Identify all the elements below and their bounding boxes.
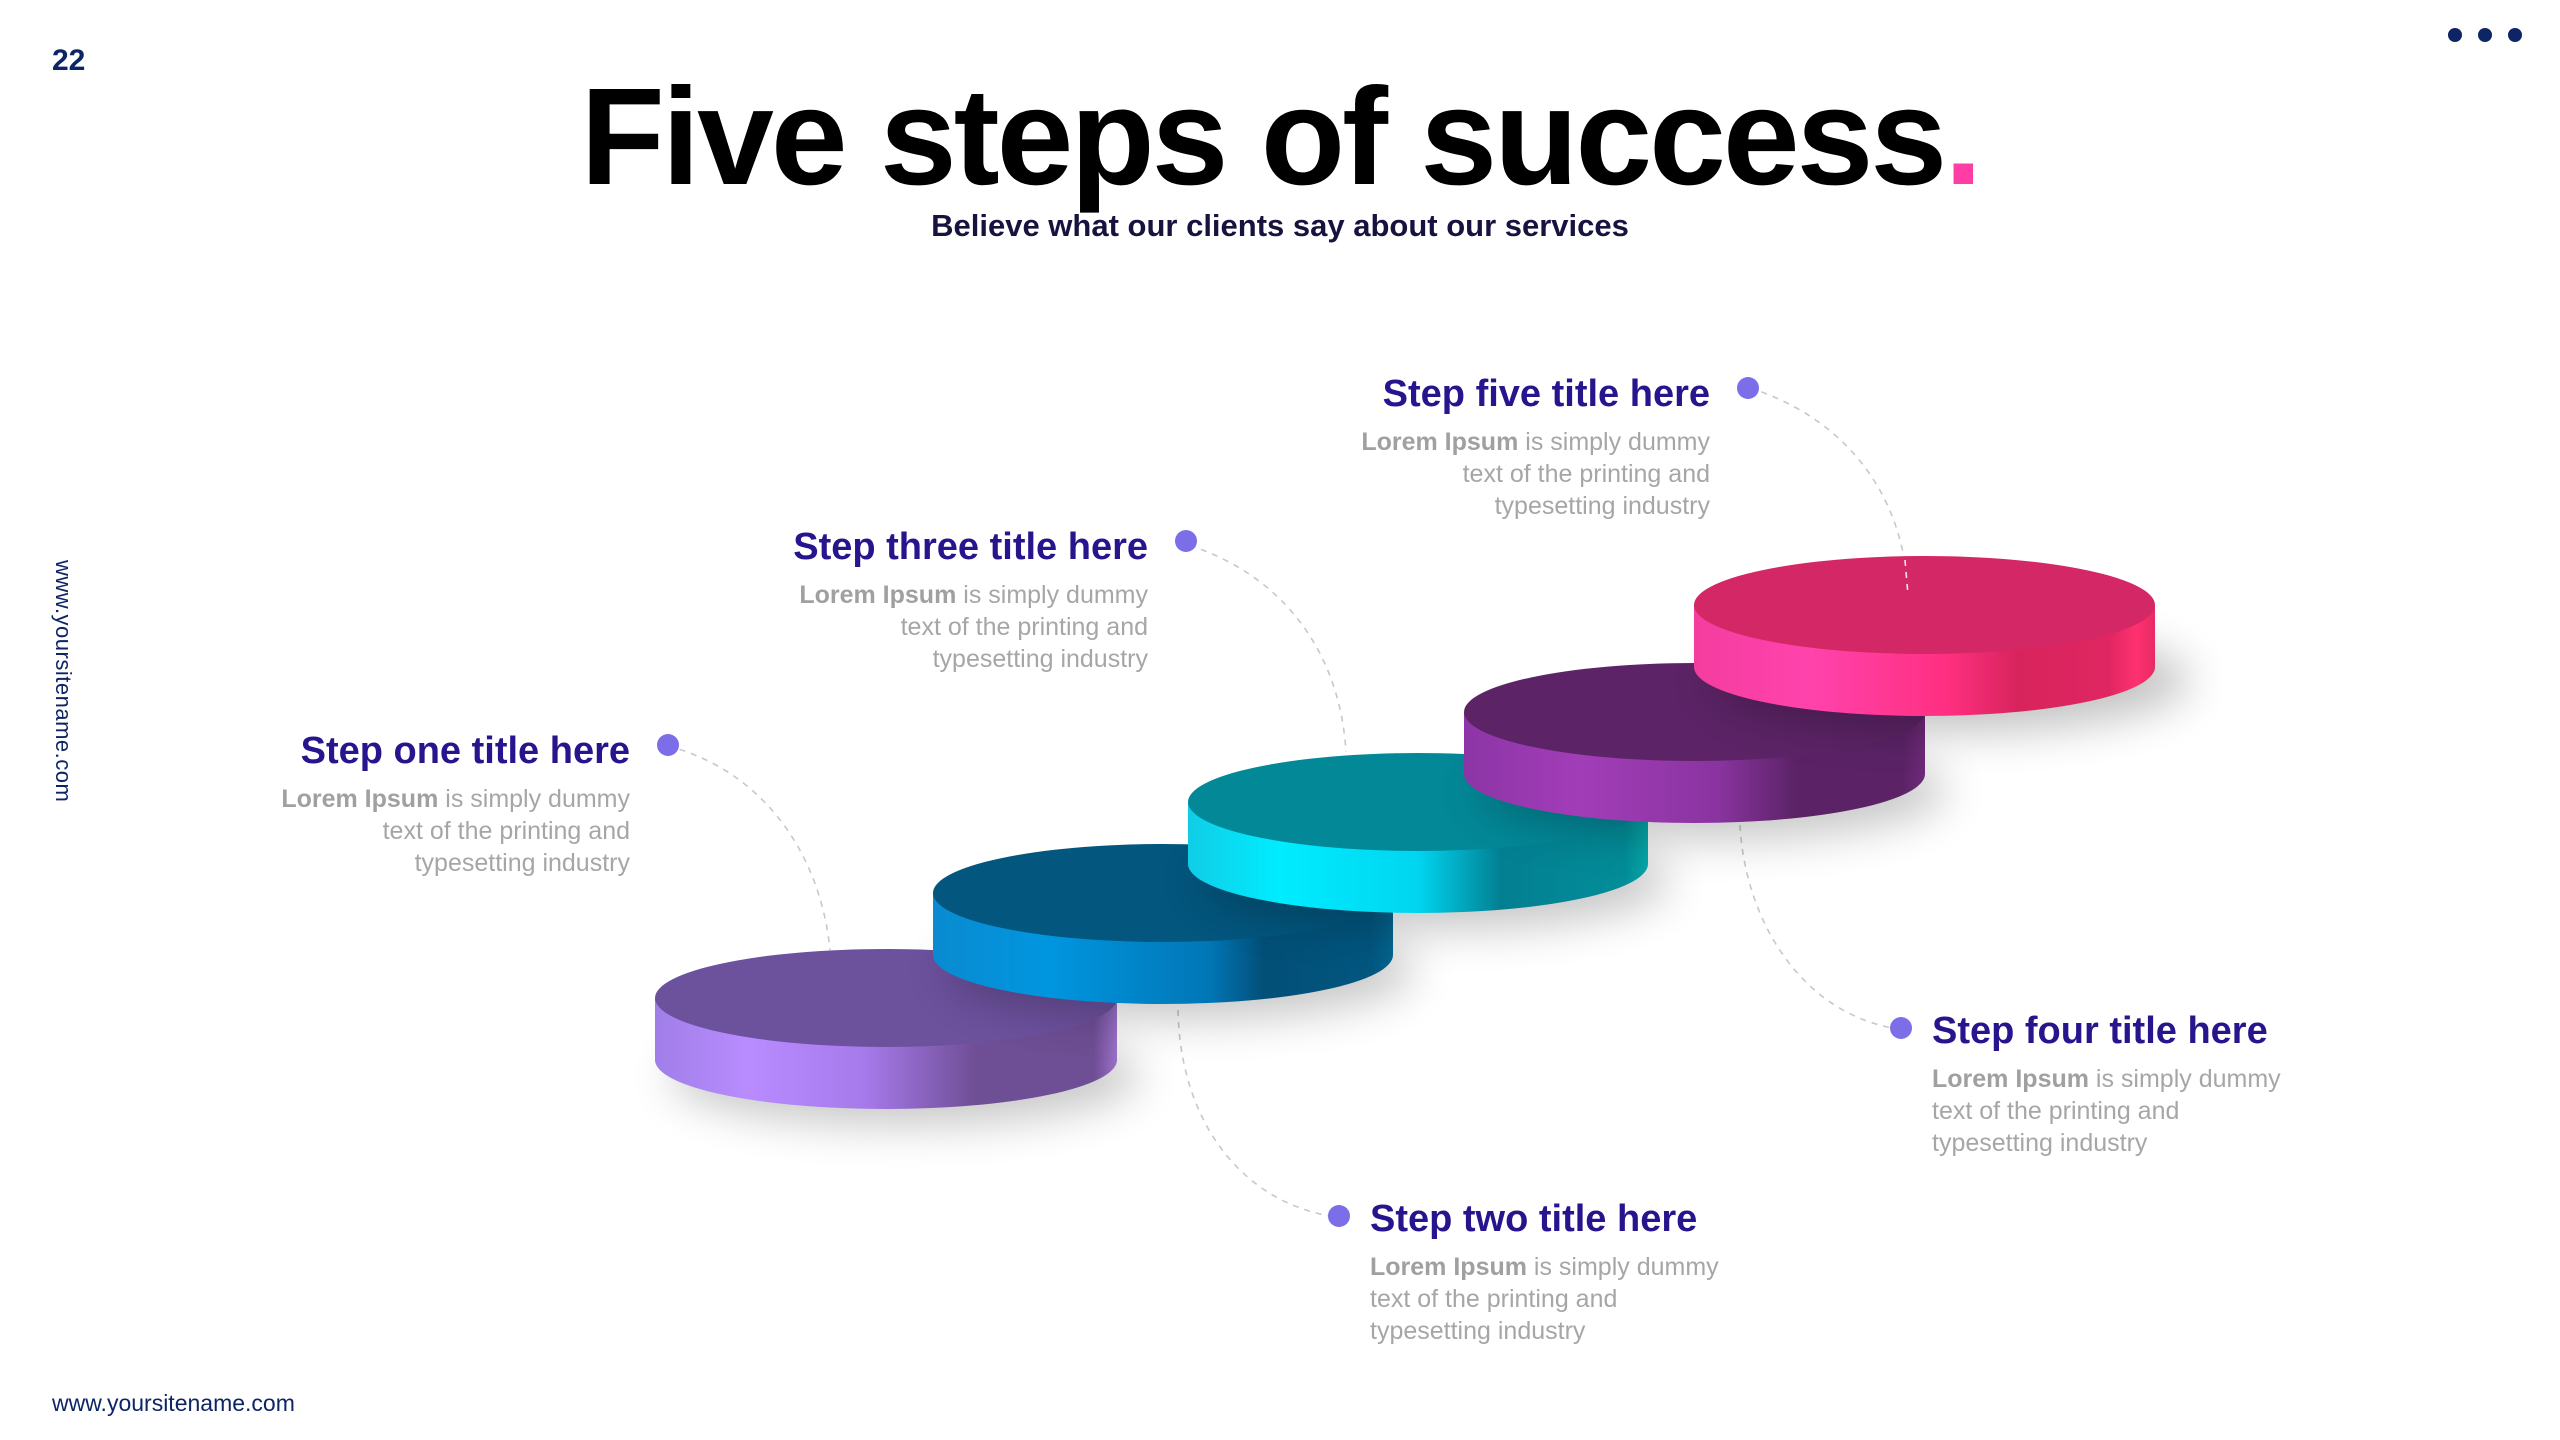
page-title: Five steps of success. [0,60,2560,214]
step-five-description: Lorem Ipsum is simply dummy text of the … [1230,426,1710,522]
desc-line-2: text of the printing and [900,613,1148,641]
step-one-title: Step one title here [300,730,630,772]
page-title-text: Five steps of success [580,60,1947,214]
page-subtitle: Believe what our clients say about our s… [931,208,1629,243]
step-two-block: Step two title here Lorem Ipsum is simpl… [1370,1198,1850,1347]
step-one-block: Step one title here Lorem Ipsum is simpl… [150,730,630,879]
desc-line-1: is simply dummy [1526,1253,1719,1281]
desc-line-1: is simply dummy [1518,428,1710,456]
desc-bold: Lorem Ipsum [1932,1065,2089,1093]
desc-bold: Lorem Ipsum [1370,1253,1527,1281]
disc-step-five [1694,556,2190,732]
desc-bold: Lorem Ipsum [1361,428,1519,456]
title-accent-dot: . [1944,60,1982,214]
step-three-block: Step three title here Lorem Ipsum is sim… [668,526,1148,675]
step-five-title: Step five title here [1382,373,1710,415]
desc-line-3: typesetting industry [932,645,1148,673]
step-two-title: Step two title here [1370,1198,1698,1240]
desc-line-2: text of the printing and [1932,1097,2180,1125]
step-four-marker-dot [1890,1017,1912,1039]
step-three-title: Step three title here [793,526,1148,568]
disc-step-three [1188,753,1670,930]
step-one-marker-dot [657,734,679,756]
desc-line-1: is simply dummy [2088,1065,2281,1093]
more-dots-icon[interactable] [2448,28,2522,42]
desc-line-3: typesetting industry [1932,1129,2148,1157]
desc-line-2: text of the printing and [1370,1285,1618,1313]
connector-step-three [1177,541,1347,753]
desc-line-2: text of the printing and [1462,460,1710,488]
page-number: 22 [52,44,86,77]
desc-line-2: text of the printing and [382,817,630,845]
step-two-marker-dot [1328,1205,1350,1227]
desc-line-1: is simply dummy [956,581,1148,609]
side-website-url: www.yoursitename.com [51,560,76,803]
menu-dot [2508,28,2522,42]
connector-step-two [1177,1009,1331,1217]
desc-line-3: typesetting industry [1494,492,1710,520]
disc-step-two [933,844,1415,1020]
step-five-marker-dot [1737,377,1759,399]
footer-website-url: www.yoursitename.com [52,1390,295,1416]
step-four-description: Lorem Ipsum is simply dummy text of the … [1932,1063,2412,1159]
desc-line-3: typesetting industry [1370,1317,1586,1345]
connector-step-four [1739,824,1893,1029]
step-four-block: Step four title here Lorem Ipsum is simp… [1932,1010,2412,1159]
step-four-title: Step four title here [1932,1010,2268,1052]
menu-dot [2478,28,2492,42]
desc-line-1: is simply dummy [438,785,630,813]
step-two-description: Lorem Ipsum is simply dummy text of the … [1370,1251,1850,1347]
desc-line-3: typesetting industry [414,849,630,877]
menu-dot [2448,28,2462,42]
connector-step-one [667,745,831,951]
step-three-description: Lorem Ipsum is simply dummy text of the … [668,579,1148,675]
step-five-block: Step five title here Lorem Ipsum is simp… [1230,373,1710,522]
step-one-description: Lorem Ipsum is simply dummy text of the … [150,783,630,879]
step-three-marker-dot [1175,530,1197,552]
desc-bold: Lorem Ipsum [799,581,957,609]
desc-bold: Lorem Ipsum [281,785,439,813]
